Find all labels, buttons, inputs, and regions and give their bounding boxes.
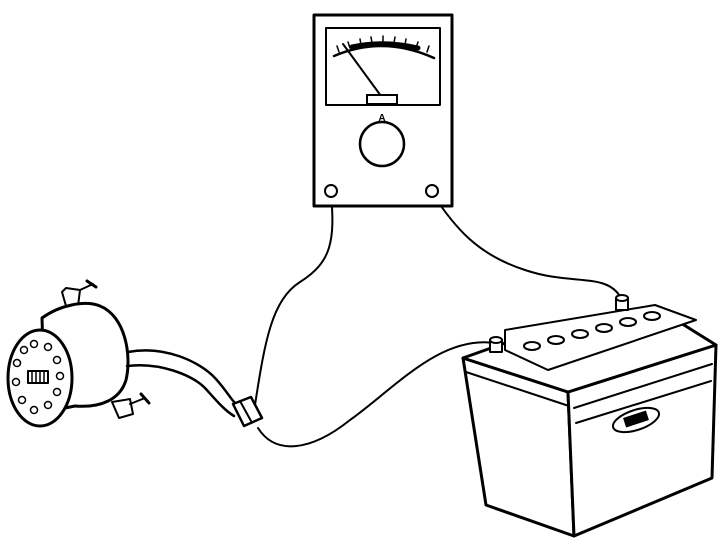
motor-vent-holes xyxy=(11,339,65,415)
connector-seam xyxy=(239,400,252,422)
motor-tab-bottom-bolt xyxy=(129,397,146,405)
ammeter-needle-pivot xyxy=(366,94,398,105)
ammeter-scale-band xyxy=(349,41,421,51)
battery-side-groove-lower xyxy=(575,380,712,424)
motor-tab-bottom-bolt-head xyxy=(139,392,151,405)
wire-meter-to-connector xyxy=(254,192,334,406)
battery-side-groove xyxy=(573,363,713,409)
battery-front-groove xyxy=(465,371,570,407)
motor-tab-bottom xyxy=(111,398,134,419)
wire-connector-to-battery xyxy=(257,341,496,448)
car-battery xyxy=(461,294,718,538)
ammeter-terminal-right xyxy=(425,184,439,198)
wires xyxy=(254,192,622,448)
motor-lead-harness xyxy=(126,349,242,410)
motor-shaft xyxy=(27,370,49,384)
battery-lid xyxy=(504,304,697,371)
ammeter: A xyxy=(312,13,454,208)
ammeter-needle xyxy=(342,43,382,97)
battery-terminal-negative xyxy=(489,336,503,353)
ammeter-terminal-left xyxy=(324,184,338,198)
ammeter-ticks xyxy=(336,35,430,53)
battery-logo-badge xyxy=(611,406,661,434)
battery-vent-caps xyxy=(523,311,661,351)
electric-motor xyxy=(6,279,242,428)
battery-terminal-positive xyxy=(615,294,629,311)
ammeter-unit-label: A xyxy=(378,113,385,124)
wire-connector xyxy=(231,395,264,428)
ammeter-adjust-knob xyxy=(358,120,406,168)
wire-meter-to-battery xyxy=(431,192,622,299)
motor-shaft-thread xyxy=(31,370,45,384)
connector-body xyxy=(231,395,264,428)
motor-tab-top xyxy=(61,287,81,307)
motor-lead-harness-lower xyxy=(125,364,236,418)
motor-tab-top-bolt-head xyxy=(85,279,98,289)
